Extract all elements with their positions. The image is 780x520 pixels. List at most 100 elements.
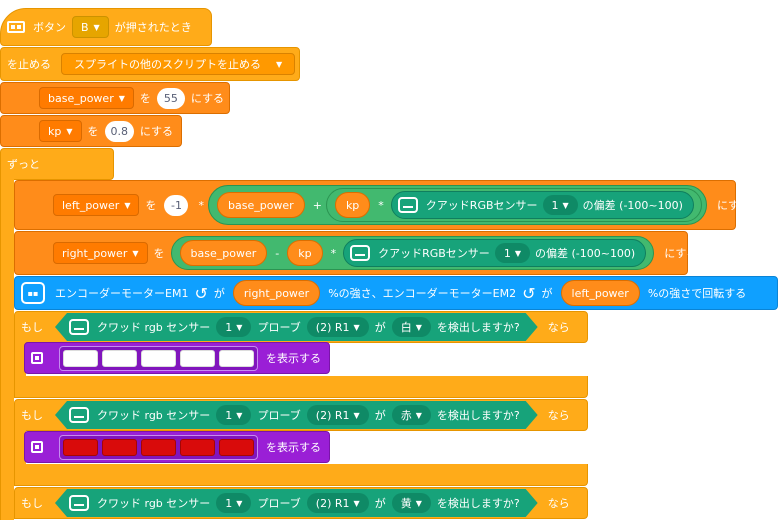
led-cell[interactable] <box>219 349 254 367</box>
base-power-value-input[interactable]: 55 <box>156 87 185 109</box>
deviation-label: の偏差 (-100~100) <box>582 199 683 212</box>
set-label: にする <box>716 199 751 212</box>
display-label: を表示する <box>266 352 321 365</box>
probe-label: プローブ <box>257 409 301 422</box>
base-power-reporter[interactable]: base_power <box>179 240 268 266</box>
color-detect-condition[interactable]: クワッド rgb センサー 1▼ プローブ (2) R1▼ が 白▼ を検出しま… <box>55 313 538 341</box>
chevron-down-icon: ▼ <box>236 498 243 508</box>
led-cell[interactable] <box>102 349 137 367</box>
kp-reporter[interactable]: kp <box>287 240 323 266</box>
led-cell[interactable] <box>141 349 176 367</box>
sensor-index-dropdown[interactable]: 1▼ <box>216 405 251 425</box>
right-power-reporter[interactable]: right_power <box>232 280 321 306</box>
sensor-label: クワッド rgb センサー <box>97 497 211 510</box>
ga-label: が <box>374 497 386 510</box>
variable-dropdown-kp[interactable]: kp▼ <box>39 120 82 142</box>
button-dropdown[interactable]: B▼ <box>72 16 109 38</box>
sensor-icon <box>69 495 89 511</box>
then-label: なら <box>547 409 570 422</box>
chevron-down-icon: ▼ <box>132 248 139 258</box>
motor-end-label: %の強さで回転する <box>647 287 747 300</box>
led-matrix[interactable] <box>59 345 258 371</box>
led-cell[interactable] <box>102 438 137 456</box>
multiply-operator: * <box>330 246 337 260</box>
motor-ga-label: が <box>213 287 225 300</box>
if-block[interactable]: もし クワッド rgb センサー 1▼ プローブ (2) R1▼ が 黄▼ を検… <box>14 487 588 519</box>
probe-dropdown[interactable]: (2) R1▼ <box>307 405 369 425</box>
led-display-block[interactable]: を表示する <box>24 431 330 463</box>
variable-dropdown-left-power[interactable]: left_power▼ <box>53 194 140 216</box>
subtract-operator-block[interactable]: base_power - kp * クアッドRGBセンサー 1▼ の偏差 (-1… <box>170 236 655 270</box>
led-display-block[interactable]: を表示する <box>24 342 330 374</box>
sensor-index-dropdown[interactable]: 1▼ <box>216 317 251 337</box>
chevron-down-icon: ▼ <box>514 248 521 258</box>
if-block[interactable]: もし クワッド rgb センサー 1▼ プローブ (2) R1▼ が 白▼ を検… <box>14 311 588 343</box>
when-button-pressed-hat[interactable]: ボタン B▼ が押されたとき <box>0 8 212 46</box>
sensor-label: クアッドRGBセンサー <box>425 199 538 212</box>
sensor-deviation-reporter[interactable]: クアッドRGBセンサー 1▼ の偏差 (-100~100) <box>390 191 694 219</box>
encoder-motor-block[interactable]: ▪▪ エンコーダーモーターEM1 ↺ が right_power %の強さ、エン… <box>14 276 778 310</box>
led-cell[interactable] <box>219 438 254 456</box>
stop-block[interactable]: を止める スプライトの他のスクリプトを止める▼ <box>0 47 300 81</box>
led-matrix[interactable] <box>59 434 258 460</box>
plus-operator: + <box>312 198 322 212</box>
set-kp-block[interactable]: kp▼ を 0.8 にする <box>0 115 182 147</box>
if-label: もし <box>21 497 43 510</box>
if-arm <box>14 430 26 464</box>
led-cell[interactable] <box>63 438 98 456</box>
robot-icon: ▪▪ <box>21 282 45 304</box>
color-dropdown[interactable]: 白▼ <box>392 317 431 337</box>
led-cell[interactable] <box>63 349 98 367</box>
if-arm <box>14 342 26 376</box>
if-bottom-bar <box>14 376 588 398</box>
neg-one-input[interactable]: -1 <box>164 194 189 216</box>
sensor-icon <box>69 407 89 423</box>
set-to-label: を <box>145 199 157 212</box>
probe-dropdown[interactable]: (2) R1▼ <box>307 317 369 337</box>
set-base-power-block[interactable]: base_power▼ を 55 にする <box>0 82 230 114</box>
sensor-icon <box>397 197 418 213</box>
if-label: もし <box>21 409 43 422</box>
left-power-reporter[interactable]: left_power <box>560 280 640 306</box>
sensor-index-dropdown[interactable]: 1▼ <box>542 195 578 215</box>
kp-value-input[interactable]: 0.8 <box>104 120 134 142</box>
color-dropdown[interactable]: 黄▼ <box>392 493 431 513</box>
sensor-icon <box>69 319 89 335</box>
probe-dropdown[interactable]: (2) R1▼ <box>307 493 369 513</box>
rotate-ccw-icon: ↺ <box>522 283 536 303</box>
variable-dropdown-base-power[interactable]: base_power▼ <box>39 87 134 109</box>
motor-em2-label: %の強さ、エンコーダーモーターEM2 <box>328 287 517 300</box>
add-operator-block[interactable]: base_power + kp * クアッドRGBセンサー 1▼ の偏差 (-1… <box>207 185 707 225</box>
chevron-down-icon: ▼ <box>276 59 283 69</box>
led-cell[interactable] <box>141 438 176 456</box>
variable-dropdown-right-power[interactable]: right_power▼ <box>53 242 148 264</box>
chevron-down-icon: ▼ <box>415 410 422 420</box>
color-detect-condition[interactable]: クワッド rgb センサー 1▼ プローブ (2) R1▼ が 赤▼ を検出しま… <box>55 401 538 429</box>
chevron-down-icon: ▼ <box>124 200 131 210</box>
sensor-index-dropdown[interactable]: 1▼ <box>494 243 530 263</box>
detect-label: を検出しますか? <box>436 409 520 422</box>
multiply-operator-block[interactable]: kp * クアッドRGBセンサー 1▼ の偏差 (-100~100) <box>325 188 702 222</box>
display-label: を表示する <box>266 441 321 454</box>
board-icon <box>31 352 43 364</box>
if-bottom-bar <box>14 464 588 486</box>
set-label: にする <box>664 247 698 260</box>
base-power-reporter[interactable]: base_power <box>216 192 305 218</box>
color-dropdown[interactable]: 赤▼ <box>392 405 431 425</box>
board-icon <box>7 21 25 33</box>
color-detect-condition[interactable]: クワッド rgb センサー 1▼ プローブ (2) R1▼ が 黄▼ を検出しま… <box>55 489 538 517</box>
set-left-power-block[interactable]: left_power▼ を -1 * base_power + kp * クアッ… <box>14 180 750 230</box>
sensor-deviation-reporter[interactable]: クアッドRGBセンサー 1▼ の偏差 (-100~100) <box>343 239 647 267</box>
led-cell[interactable] <box>180 438 215 456</box>
sensor-index-dropdown[interactable]: 1▼ <box>216 493 251 513</box>
if-block[interactable]: もし クワッド rgb センサー 1▼ プローブ (2) R1▼ が 赤▼ を検… <box>14 399 588 431</box>
set-right-power-block[interactable]: right_power▼ を base_power - kp * クアッドRGB… <box>14 231 697 275</box>
forever-block[interactable]: ずっと <box>0 148 114 180</box>
sensor-label: クアッドRGBセンサー <box>378 247 490 260</box>
kp-reporter[interactable]: kp <box>334 192 371 218</box>
chevron-down-icon: ▼ <box>415 498 422 508</box>
stop-option-dropdown[interactable]: スプライトの他のスクリプトを止める▼ <box>61 53 296 75</box>
sensor-label: クワッド rgb センサー <box>97 409 211 422</box>
minus-operator: - <box>275 246 280 260</box>
led-cell[interactable] <box>180 349 215 367</box>
